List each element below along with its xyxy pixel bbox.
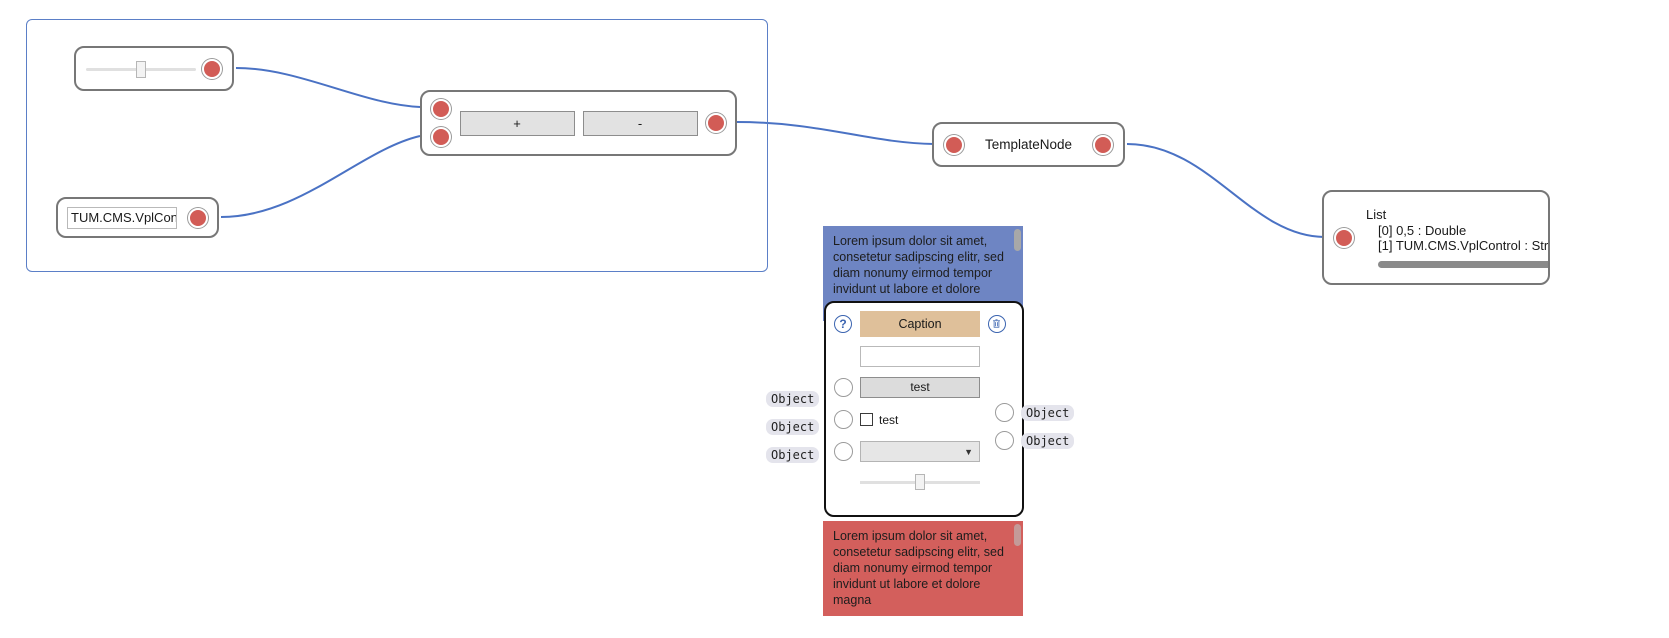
text-input[interactable]: TUM.CMS.VplControl	[67, 206, 177, 229]
panel-test-button[interactable]: test	[860, 377, 980, 398]
panel-slider-thumb[interactable]	[915, 474, 925, 490]
input-port-2[interactable]	[431, 127, 451, 147]
right-port-2[interactable]	[995, 431, 1014, 450]
list-item: [0] 0,5 : Double	[1378, 223, 1467, 238]
input-port-1[interactable]	[431, 99, 451, 119]
left-port-1[interactable]	[834, 378, 853, 397]
checkbox-row: test	[826, 410, 1022, 429]
error-tooltip-text: Lorem ipsum dolor sit amet, consetetur s…	[833, 529, 1004, 607]
template-node-label: TemplateNode	[984, 137, 1073, 152]
plus-button[interactable]: +	[459, 110, 575, 136]
slider-thumb[interactable]	[136, 60, 146, 78]
panel-header: ? Caption	[826, 311, 1022, 337]
template-node[interactable]: TemplateNode	[932, 122, 1125, 167]
left-port-2[interactable]	[834, 410, 853, 429]
list-item: [1] TUM.CMS.VplControl : Strir	[1378, 238, 1548, 253]
left-port-3[interactable]	[834, 442, 853, 461]
slider-row	[826, 474, 1022, 490]
minus-button[interactable]: -	[582, 110, 698, 136]
horizontal-scrollbar[interactable]	[1378, 261, 1548, 268]
output-port[interactable]	[1093, 134, 1113, 155]
info-tooltip-text: Lorem ipsum dolor sit amet, consetetur s…	[833, 234, 1004, 312]
input-port[interactable]	[944, 134, 964, 155]
trash-icon-glyph	[993, 319, 1000, 328]
vertical-scrollbar[interactable]	[1014, 229, 1021, 251]
list-body: List [0] 0,5 : Double [1] TUM.CMS.VplCon…	[1366, 207, 1548, 268]
button-row: test	[826, 377, 1022, 398]
input-port[interactable]	[1334, 227, 1354, 248]
form-node[interactable]: ? Caption test test	[824, 301, 1024, 517]
panel-checkbox[interactable]: test	[860, 413, 980, 427]
panel-slider[interactable]	[860, 474, 980, 490]
list-node[interactable]: List [0] 0,5 : Double [1] TUM.CMS.VplCon…	[1322, 190, 1550, 285]
output-port[interactable]	[188, 207, 208, 228]
chevron-down-icon: ▼	[964, 446, 973, 457]
panel-combobox[interactable]: ▼	[860, 441, 980, 462]
panel-caption: Caption	[860, 311, 980, 337]
list-title: List	[1366, 207, 1387, 222]
left-port-label-1: Object	[766, 391, 820, 407]
vertical-scrollbar[interactable]	[1014, 524, 1021, 546]
help-icon[interactable]: ?	[834, 315, 852, 333]
selection-group[interactable]	[26, 19, 768, 272]
input-port-group	[431, 99, 451, 147]
left-port-label-3: Object	[766, 447, 820, 463]
right-port-1[interactable]	[995, 403, 1014, 422]
math-button-group: + -	[459, 110, 698, 136]
slider-control[interactable]	[86, 60, 196, 78]
checkbox-box[interactable]	[860, 413, 873, 426]
output-port[interactable]	[202, 58, 222, 79]
checkbox-label: test	[879, 412, 899, 427]
combobox-row: ▼	[826, 441, 1022, 462]
slider-node[interactable]	[74, 46, 234, 91]
right-port-label-1: Object	[1021, 405, 1075, 421]
left-port-label-2: Object	[766, 419, 820, 435]
panel-text-input[interactable]	[860, 346, 980, 367]
textbox-row	[826, 346, 1022, 367]
text-node[interactable]: TUM.CMS.VplControl	[56, 197, 219, 238]
wire-template-to-list	[1126, 143, 1325, 238]
output-port[interactable]	[706, 113, 726, 133]
error-tooltip: Lorem ipsum dolor sit amet, consetetur s…	[823, 521, 1023, 616]
right-port-label-2: Object	[1021, 433, 1075, 449]
math-node[interactable]: + -	[420, 90, 737, 156]
trash-icon[interactable]	[988, 315, 1006, 333]
